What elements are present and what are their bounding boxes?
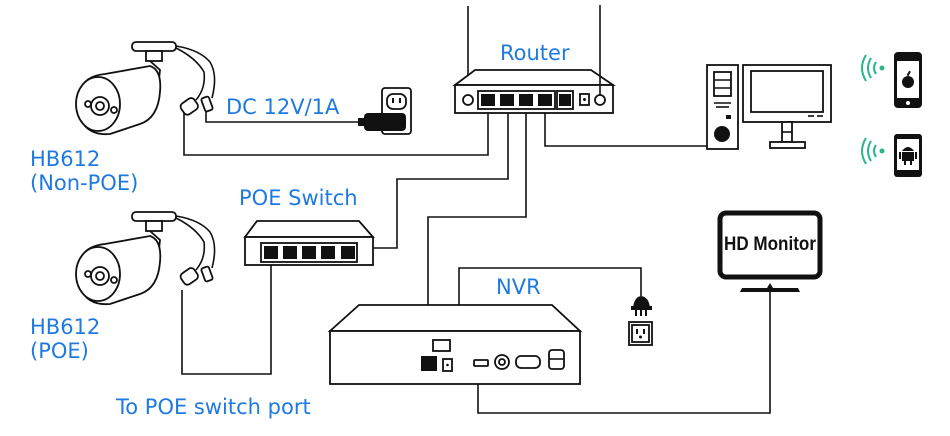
poe-switch-label: POE Switch	[239, 186, 358, 210]
cable-dc-camera1	[205, 110, 362, 123]
cable-router-pc	[544, 110, 707, 147]
camera1-type-label: (Non-POE)	[30, 171, 138, 195]
iphone-icon	[894, 52, 922, 108]
cable-router-nvr	[427, 110, 527, 356]
router-label: Router	[500, 41, 570, 65]
router-icon	[452, 5, 616, 114]
nvr-icon	[327, 304, 583, 385]
android-phone-icon	[894, 134, 922, 177]
poe-switch-icon	[243, 220, 375, 266]
power-adapter-icon	[358, 113, 406, 131]
camera2-model-label: HB612	[30, 315, 100, 339]
bullet-camera-icon	[75, 211, 216, 306]
cable-nvr-hdmi	[477, 292, 771, 414]
cable-router-camera1	[183, 110, 489, 156]
desktop-pc-icon	[706, 64, 832, 150]
camera1-model-label: HB612	[30, 147, 100, 171]
dc-power-label: DC 12V/1A	[226, 95, 340, 119]
wifi-icon	[861, 54, 885, 82]
hd-monitor-label: HD Monitor	[724, 234, 817, 255]
camera2-type-label: (POE)	[30, 339, 89, 363]
cable-router-poe-switch	[373, 110, 509, 249]
hd-monitor-icon: HD Monitor	[717, 210, 823, 292]
nvr-label: NVR	[496, 275, 541, 299]
cable-poe-switch-camera2	[181, 265, 272, 375]
power-outlet-icon	[628, 321, 653, 346]
wifi-icon	[861, 137, 885, 165]
power-plug-icon	[631, 296, 652, 316]
bullet-camera-icon	[75, 41, 216, 136]
poe-port-note: To POE switch port	[115, 395, 311, 419]
